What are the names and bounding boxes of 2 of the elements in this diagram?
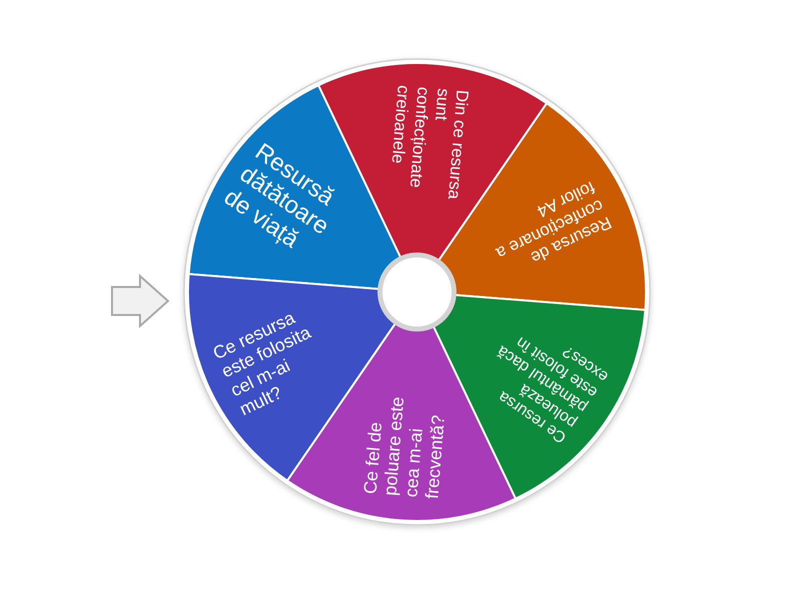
segment-label: Din ce resursa sunt confecționate creioanele [384,84,472,208]
segment-label: Ce fel de poluare este cea m-ai frecventă? [360,385,451,500]
